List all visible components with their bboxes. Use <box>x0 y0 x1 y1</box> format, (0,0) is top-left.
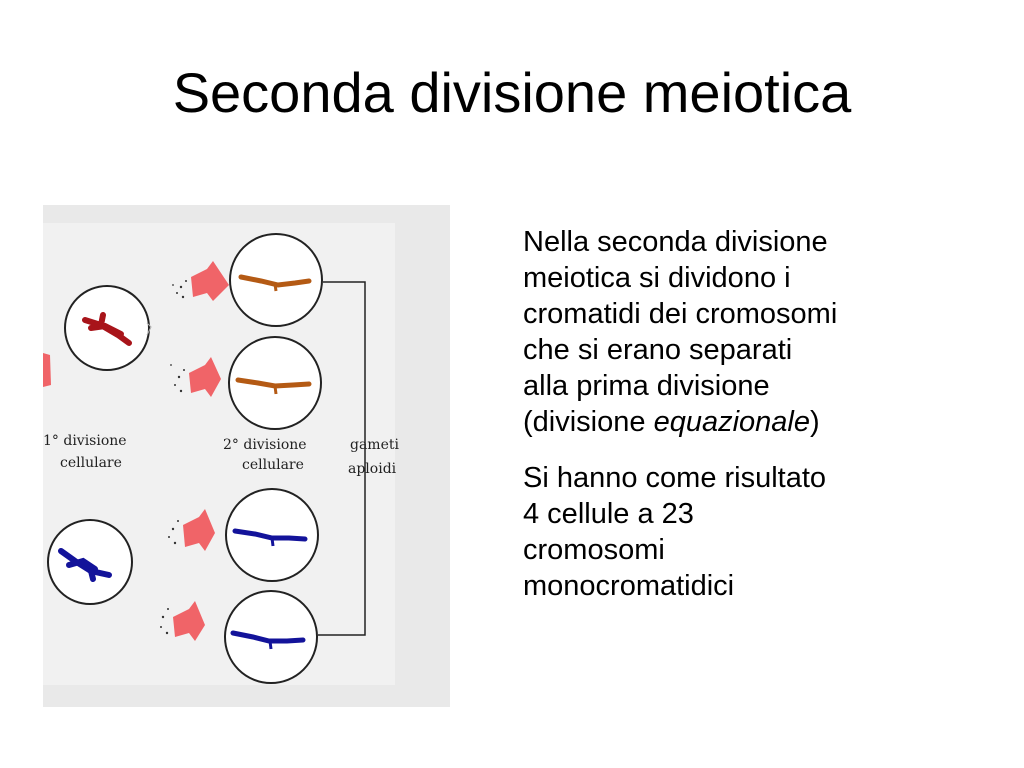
cell-edge-mark <box>146 322 152 336</box>
label-first-division-line1: 1° divisione <box>43 433 127 449</box>
chromatid-brown-1 <box>238 274 312 288</box>
text-line: 4 cellule a 23 <box>523 498 694 530</box>
cell-blue-1 <box>225 488 319 582</box>
text-fragment: ) <box>809 406 820 438</box>
arrow-3 <box>168 509 215 551</box>
text-fragment: (divisione <box>523 406 654 438</box>
chromosome-blue <box>58 548 112 582</box>
arrow-4 <box>160 601 205 641</box>
gametes-bracket <box>318 281 366 636</box>
cell-blue-parent <box>47 519 133 605</box>
text-line: alla prima divisione <box>523 370 770 402</box>
text-italic-equazionale: equazionale <box>653 406 810 438</box>
meiosis-diagram-svg: 1° divisione cellulare 2° divisione cell… <box>43 205 450 707</box>
paragraph-result: Si hanno come risultato 4 cellule a 23 c… <box>523 460 983 604</box>
body-text: Nella seconda divisione meiotica si divi… <box>523 224 983 624</box>
arrow-1 <box>172 261 229 301</box>
arrow-2 <box>170 357 221 397</box>
text-line: cromosomi <box>523 534 665 566</box>
chromatid-blue-2 <box>230 630 306 644</box>
label-second-division-line1: 2° divisione <box>223 437 307 453</box>
label-gametes-line2: aploidi <box>348 461 397 477</box>
slide-title: Seconda divisione meiotica <box>172 61 852 124</box>
text-line: meiotica si dividono i <box>523 262 791 294</box>
chromosome-red <box>82 312 132 346</box>
label-first-division-line2: cellulare <box>60 455 122 471</box>
text-line: che si erano separati <box>523 334 793 366</box>
centromere-blue-1 <box>270 537 275 547</box>
text-line: Nella seconda divisione <box>523 226 828 258</box>
centromere-brown-2 <box>273 385 278 395</box>
label-second-division-line2: cellulare <box>242 457 304 473</box>
cell-brown-2 <box>228 336 322 430</box>
meiosis-diagram: 1° divisione cellulare 2° divisione cell… <box>43 205 450 707</box>
label-gametes-line1: gameti <box>350 437 399 453</box>
text-line: cromatidi dei cromosomi <box>523 298 838 330</box>
paragraph-second-division: Nella seconda divisione meiotica si divi… <box>523 224 983 440</box>
text-line: monocromatidici <box>523 570 735 602</box>
centromere-brown-1 <box>273 283 278 292</box>
cell-blue-2 <box>224 590 318 684</box>
centromere-blue-2 <box>268 640 273 650</box>
text-line-equational: (divisione equazionale) <box>523 404 983 440</box>
text-line: Si hanno come risultato <box>523 462 827 494</box>
edge-arrow-partial <box>43 353 51 387</box>
cell-brown-1 <box>229 233 323 327</box>
